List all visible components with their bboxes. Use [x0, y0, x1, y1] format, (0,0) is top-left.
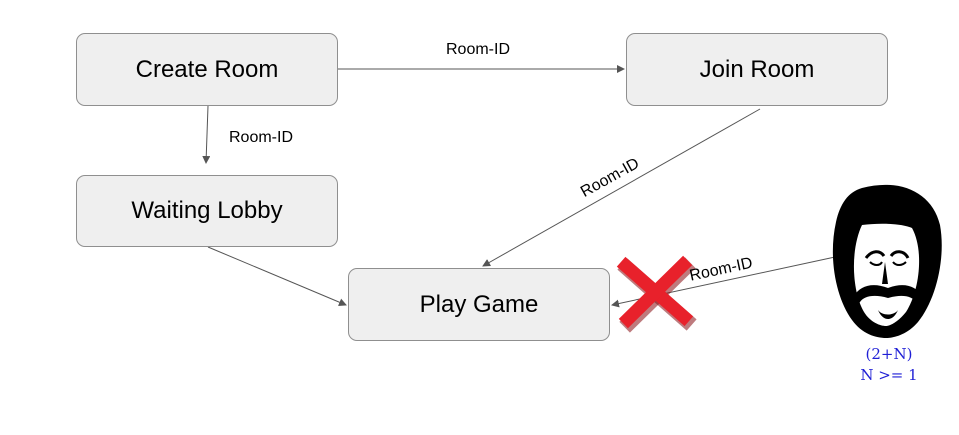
node-join-room: Join Room [626, 33, 888, 106]
player-count-condition: N >= 1 [860, 366, 918, 384]
node-play-game: Play Game [348, 268, 610, 341]
arrow-create-to-waiting [202, 105, 211, 164]
mustached-spy-icon [832, 184, 942, 338]
node-create-room: Create Room [76, 33, 338, 106]
arrow-join-to-play [482, 108, 761, 267]
edge-label-create-waiting: Room-ID [229, 129, 294, 146]
arrow-waiting-to-play [207, 246, 347, 306]
node-waiting-lobby: Waiting Lobby [76, 175, 338, 247]
edge-label-create-join: Room-ID [446, 41, 511, 58]
red-x-icon [616, 255, 697, 333]
player-count-note: (2+N) [865, 345, 913, 363]
